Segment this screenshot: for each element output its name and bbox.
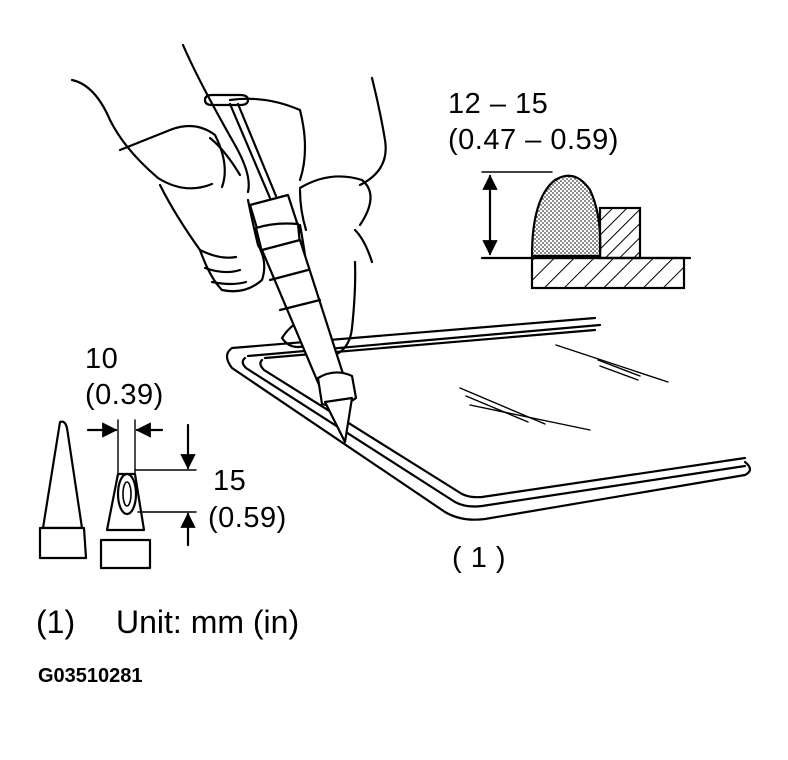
- nozzle-height-in-label: (0.59): [208, 502, 287, 534]
- worker-arms: [70, 43, 387, 357]
- nozzle-width-mm-label: 10: [85, 343, 119, 375]
- figure-id-label: G03510281: [38, 665, 143, 687]
- bead-height-in-label: (0.47 – 0.59): [448, 124, 619, 156]
- nozzle-height-mm-label: 15: [213, 465, 247, 497]
- bead-cross-section-detail: [480, 171, 692, 290]
- nozzle-width-in-label: (0.39): [85, 379, 164, 411]
- legend-unit-label: Unit: mm (in): [116, 604, 300, 640]
- nozzle-tips: [38, 419, 197, 570]
- bead-height-mm-label: 12 – 15: [448, 88, 549, 120]
- caulking-gun: [203, 93, 358, 444]
- legend-key-label: (1): [36, 604, 76, 640]
- callout-1-label: ( 1 ): [452, 542, 507, 574]
